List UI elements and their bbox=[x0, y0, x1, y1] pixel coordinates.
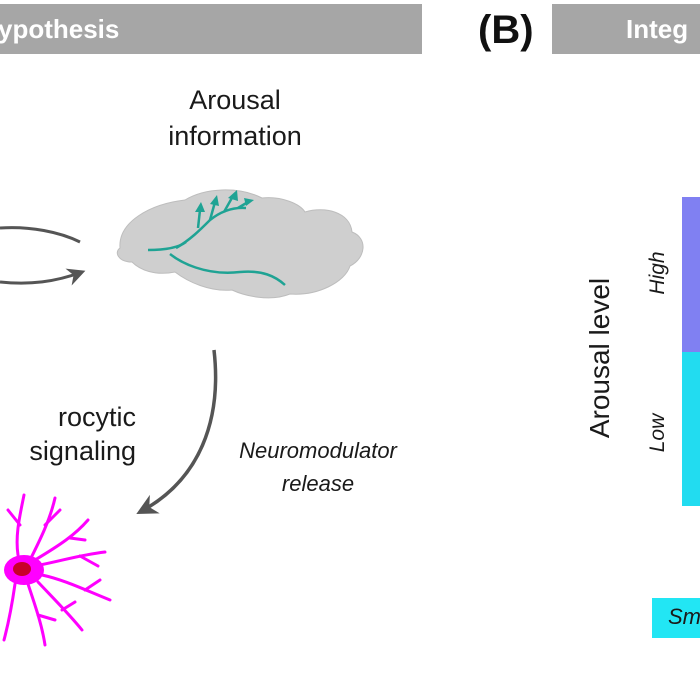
neuromodulator-line1: Neuromodulator bbox=[239, 438, 397, 463]
low-arousal-bar bbox=[682, 352, 700, 506]
neuromodulator-release-label: Neuromodulator release bbox=[218, 434, 418, 500]
astrocyte-nucleus bbox=[13, 562, 31, 576]
panel-a-banner-text: ypothesis bbox=[0, 14, 120, 44]
level-high-label: High bbox=[646, 251, 669, 295]
arousal-information-label: Arousal information bbox=[150, 82, 320, 154]
panel-b-label: (B) bbox=[478, 8, 534, 52]
astrocytic-line2: signaling bbox=[29, 436, 136, 466]
brain-icon bbox=[116, 189, 364, 299]
neuromodulator-line2: release bbox=[281, 471, 355, 496]
small-label-box: Sm bbox=[652, 598, 700, 638]
upper-arrow-curve bbox=[0, 226, 81, 244]
astrocytic-line1: rocytic bbox=[57, 402, 136, 432]
small-box-text: Sm bbox=[668, 604, 700, 629]
neuromodulator-arrow bbox=[136, 349, 218, 514]
arousal-level-axis-title: Arousal level bbox=[584, 277, 615, 439]
panel-a-banner: ypothesis bbox=[0, 4, 422, 54]
astrocytic-signaling-label: rocytic signaling bbox=[0, 400, 136, 468]
panel-b-banner: Integ bbox=[552, 4, 700, 54]
high-arousal-bar bbox=[682, 197, 700, 352]
arousal-information-line2: information bbox=[168, 121, 302, 151]
astrocyte-icon bbox=[2, 493, 112, 647]
level-low-label: Low bbox=[646, 413, 669, 453]
panel-b-banner-text: Integ bbox=[626, 14, 689, 44]
lower-arrow-curve bbox=[0, 268, 86, 286]
arousal-information-line1: Arousal bbox=[189, 85, 281, 115]
